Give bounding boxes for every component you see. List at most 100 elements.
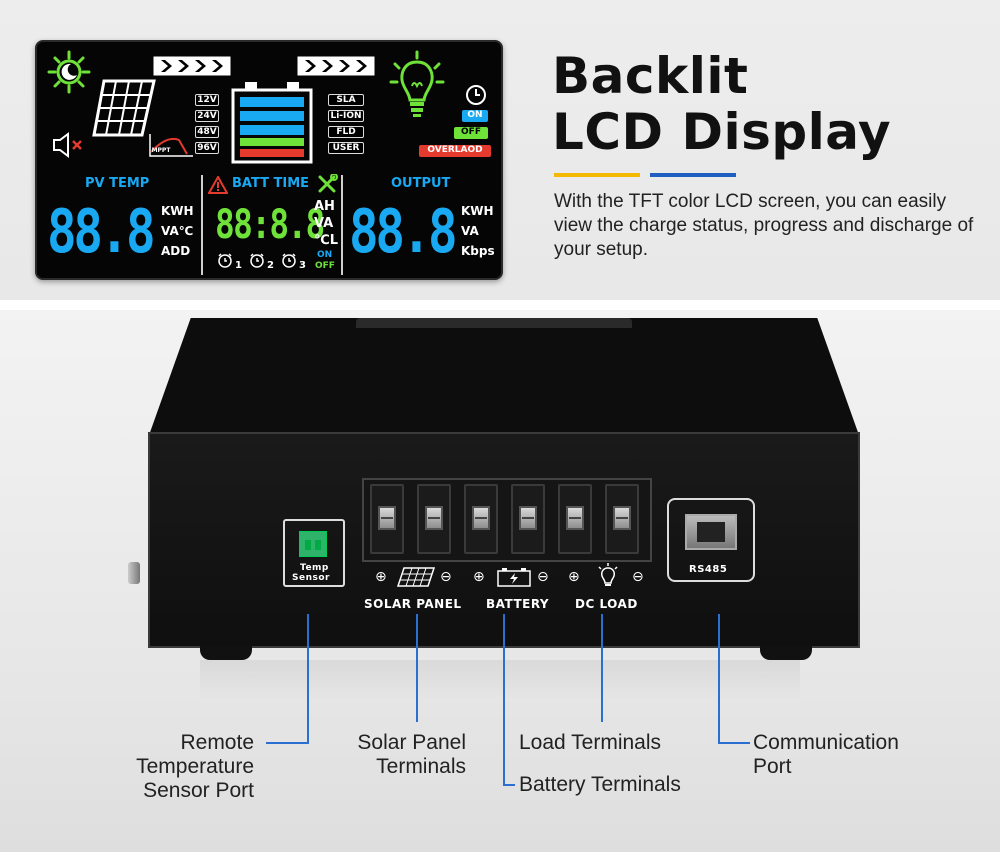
light-bulb-icon [389, 50, 445, 117]
output-digits: 88.8 [349, 197, 458, 267]
warning-icon [208, 176, 228, 194]
load-status-off: OFF [454, 127, 488, 139]
dc-load-label: DC LOAD [575, 597, 638, 611]
solar-minus-icon: ⊖ [440, 569, 452, 585]
comm-leader-v [718, 614, 720, 744]
alarm-1-num: 1 [235, 260, 242, 271]
battery-plus-icon: ⊕ [473, 569, 485, 585]
pv-unit-1: KWH [161, 204, 194, 218]
temp-sensor-label-2: Sensor [292, 573, 330, 583]
comm-leader-h [718, 742, 750, 744]
battery-leader-v [503, 614, 505, 786]
solar-leader-v [416, 614, 418, 722]
pv-temp-label: PV TEMP [85, 176, 150, 191]
title-line-1: Backlit [552, 47, 749, 105]
rs485-port[interactable]: RS485 [667, 498, 755, 582]
battery-label: BATTERY [486, 597, 550, 611]
terminal-load-positive[interactable] [558, 484, 592, 554]
feature-description: With the TFT color LCD screen, you can e… [554, 191, 974, 260]
remote-line-3: Sensor Port [143, 779, 254, 802]
device-foot-left [200, 646, 252, 660]
temp-sensor-port[interactable]: Temp Sensor [283, 519, 345, 587]
terminal-load-negative[interactable] [605, 484, 639, 554]
batt-off: OFF [315, 261, 335, 271]
terminal-battery-negative[interactable] [511, 484, 545, 554]
battery-level-icon [231, 82, 313, 164]
mppt-label: MPPT [151, 147, 171, 154]
alarm-3-icon [282, 253, 296, 268]
side-screw [128, 562, 140, 584]
terminal-solar-negative[interactable] [417, 484, 451, 554]
battery-leader-h [503, 784, 515, 786]
batt-unit-2: VA [314, 216, 334, 231]
solar-line-1: Solar Panel [357, 731, 466, 754]
screw [566, 506, 584, 530]
battery-type-fld: FLD [328, 126, 364, 138]
alarm-2-icon [250, 253, 264, 268]
pv-temp-digits: 88.8 [47, 197, 156, 267]
batt-time-digits: 88:8.8 [215, 202, 325, 248]
lcd-display: MPPT 12V 24V 48V 96V [35, 40, 503, 280]
voltage-12v: 12V [195, 94, 219, 106]
battery-type-li-ion: Li-ION [328, 110, 364, 122]
remote-leader-h [266, 742, 309, 744]
load-minus-icon: ⊖ [632, 569, 644, 585]
voltage-24v: 24V [195, 110, 219, 122]
rs485-label: RS485 [689, 564, 728, 575]
batt-time-label: BATT TIME [232, 176, 310, 191]
terminal-solar-positive[interactable] [370, 484, 404, 554]
pv-unit-3: ADD [161, 244, 191, 258]
screw [519, 506, 537, 530]
day-night-icon [47, 50, 91, 94]
alarm-1-icon [218, 253, 232, 268]
remote-sensor-callout: Remote Temperature Sensor Port [92, 731, 254, 803]
charge-arrows-icon [153, 56, 231, 76]
battery-callout: Battery Terminals [519, 773, 681, 796]
lcd-feature-section: MPPT 12V 24V 48V 96V [0, 0, 1000, 300]
batt-unit-1: AH [314, 199, 335, 214]
battery-small-icon [497, 568, 531, 587]
overload-indicator: OVERLAOD [419, 145, 491, 157]
title-underline-yellow [554, 173, 640, 177]
solar-panel-label: SOLAR PANEL [364, 597, 462, 611]
page-title: Backlit LCD Display [552, 48, 891, 160]
voltage-96v: 96V [195, 142, 219, 154]
remote-leader-v [307, 614, 309, 744]
solar-panel-small-icon [396, 567, 436, 587]
title-underline-blue [650, 173, 736, 177]
screw [378, 506, 396, 530]
pv-unit-2: VA℃ [161, 224, 194, 238]
output-label: OUTPUT [391, 176, 451, 191]
mppt-graph-icon [149, 134, 193, 157]
output-unit-1: KWH [461, 204, 494, 218]
lcd-divider-left [201, 175, 203, 275]
solar-panel-icon [92, 79, 156, 137]
load-leader-v [601, 614, 603, 722]
comm-callout: Communication Port [753, 731, 899, 779]
terminal-battery-positive[interactable] [464, 484, 498, 554]
speaker-mute-icon [53, 132, 82, 158]
battery-type-sla: SLA [328, 94, 364, 106]
ethernet-jack [685, 514, 737, 550]
voltage-48v: 48V [195, 126, 219, 138]
temp-sensor-label-1: Temp [300, 563, 329, 573]
screw [613, 506, 631, 530]
screw [472, 506, 490, 530]
load-status-on: ON [462, 110, 488, 122]
battery-type-user: USER [328, 142, 364, 154]
alarm-2-num: 2 [267, 260, 274, 271]
load-callout: Load Terminals [519, 731, 662, 754]
screw [425, 506, 443, 530]
comm-line-2: Port [753, 755, 792, 778]
title-line-2: LCD Display [552, 103, 892, 161]
output-unit-3: Kbps [461, 244, 495, 258]
alarm-3-num: 3 [299, 260, 306, 271]
discharge-arrows-icon [297, 56, 375, 76]
device-top-cover [148, 318, 860, 438]
bulb-small-icon [598, 563, 618, 586]
solar-line-2: Terminals [376, 755, 466, 778]
tools-icon [318, 174, 338, 193]
remote-line-1: Remote [180, 731, 254, 754]
device-top-shine [356, 318, 632, 328]
